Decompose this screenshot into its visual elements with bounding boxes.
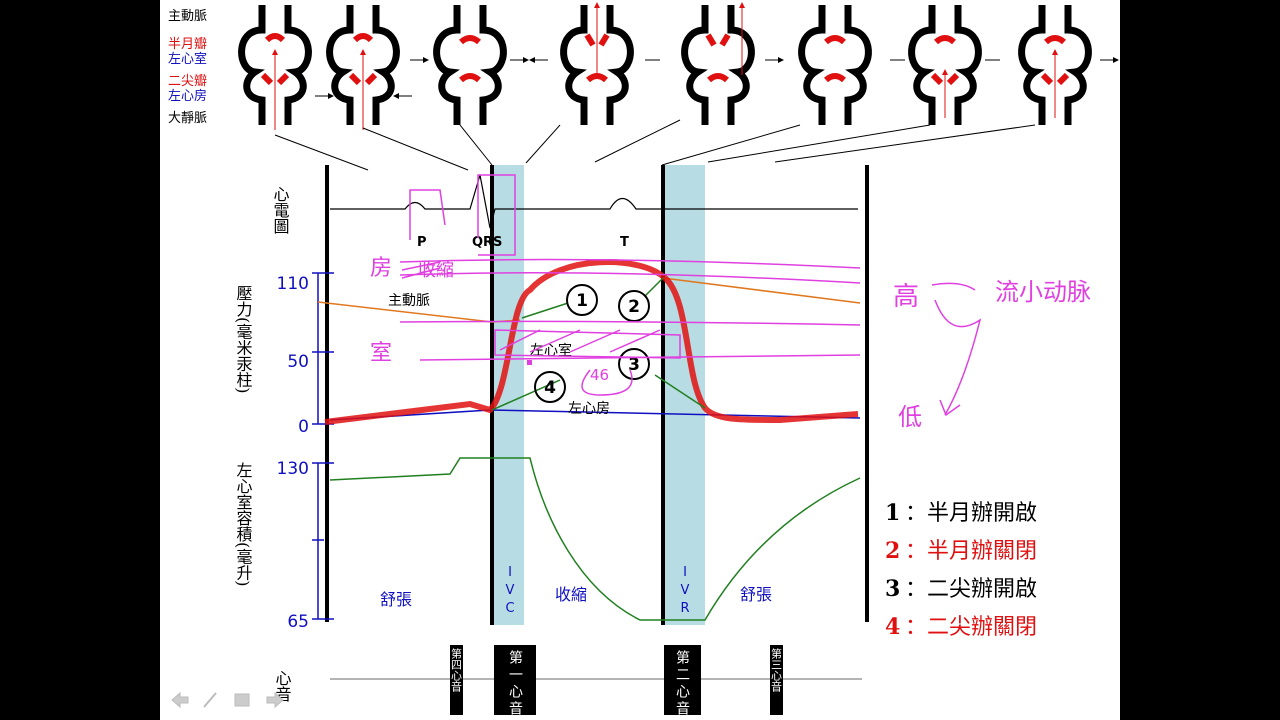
- label-left-ventricle: 左心室: [168, 51, 207, 67]
- ventricular-volume-curve: [329, 457, 861, 621]
- ivc-c: C: [505, 601, 514, 616]
- handwritten-annotations: [399, 174, 982, 417]
- marker-3-label: 3: [628, 355, 640, 375]
- valve-diagrams: [242, 3, 1119, 171]
- legend-1-text: ：半月辦開啟: [905, 501, 1037, 526]
- ecg-p: P: [417, 235, 427, 250]
- label-mitral: 二尖瓣: [168, 74, 207, 89]
- ivr-r: R: [680, 601, 689, 616]
- aorta-curve-label: 主動脈: [388, 293, 430, 309]
- third-heart-sound: 第三心音: [770, 647, 783, 693]
- heart-sound-label: 心音: [273, 670, 292, 702]
- ivc-i: I: [508, 565, 512, 580]
- label-vena-cava: 大靜脈: [168, 111, 207, 126]
- marker-4-label: 4: [544, 378, 556, 398]
- second-heart-sound: 第二心音: [674, 649, 690, 718]
- wiggers-diagram: 主動脈 半月瓣 左心室 二尖瓣 左心房 大靜脈 心電圖 壓: [168, 0, 1119, 718]
- volume-tick-130: 130: [277, 459, 309, 479]
- slide: 主動脈 半月瓣 左心室 二尖瓣 左心房 大靜脈 心電圖 壓: [160, 0, 1120, 720]
- legend-2-text: ：半月辦關閉: [905, 539, 1037, 564]
- ventricular-pressure-curve: [324, 259, 859, 425]
- pen-icon[interactable]: [203, 692, 217, 708]
- marker-2: [618, 290, 650, 322]
- ivc-v: V: [506, 583, 515, 598]
- legend-3-text: ：二尖辦開啟: [905, 577, 1037, 602]
- marker-1-label: 1: [576, 291, 588, 311]
- fourth-heart-sound: 第四心音: [450, 647, 463, 693]
- atrium-curve-label: 左心房: [568, 401, 610, 417]
- annotation-contraction: 收縮: [418, 260, 454, 281]
- phase-diastole-1: 舒張: [380, 590, 412, 609]
- pressure-axis-label: 壓力(毫米汞柱): [234, 285, 253, 393]
- previous-slide-icon[interactable]: [171, 691, 189, 709]
- annotation-high: 高: [893, 282, 919, 312]
- legend-3-num: 3: [885, 576, 900, 602]
- annotation-atrium: 房: [370, 256, 392, 281]
- legend-4-text: ：二尖辦關閉: [905, 615, 1037, 640]
- marker-1: [566, 284, 598, 316]
- first-heart-sound: 第一心音: [507, 649, 523, 718]
- marker-2-label: 2: [628, 297, 640, 317]
- ivr-i: I: [683, 565, 687, 580]
- label-semilunar: 半月瓣: [168, 37, 207, 52]
- annotation-low: 低: [898, 403, 922, 431]
- legend-4-num: 4: [885, 614, 900, 640]
- volume-tick-65: 65: [287, 612, 309, 632]
- annotation-ventricle: 室: [370, 341, 392, 366]
- pressure-tick-0: 0: [298, 417, 309, 437]
- ecg-t: T: [620, 235, 629, 250]
- label-left-atrium: 左心房: [168, 88, 207, 104]
- pressure-tick-50: 50: [287, 352, 309, 372]
- marker-3: [618, 348, 650, 380]
- legend-2-num: 2: [885, 538, 900, 564]
- annotation-flow: 流小动脉: [995, 278, 1091, 306]
- next-slide-icon[interactable]: [266, 691, 284, 709]
- annotation-value: 46: [590, 366, 609, 384]
- phase-diastole-2: 舒張: [740, 585, 772, 604]
- slideshow-controls: [171, 691, 284, 709]
- label-aorta: 主動脈: [168, 9, 207, 24]
- ecg-label: 心電圖: [271, 186, 290, 234]
- phase-systole: 收縮: [555, 585, 587, 604]
- marker-4: [534, 371, 566, 403]
- ventricle-curve-label: 左心室: [530, 342, 572, 359]
- ecg-label-text: 心電圖: [271, 186, 290, 234]
- ecg-trace: [330, 174, 858, 229]
- menu-icon[interactable]: [234, 693, 250, 707]
- pressure-tick-110: 110: [277, 274, 309, 294]
- volume-axis-label: 左心室容積(毫升): [234, 462, 253, 586]
- ivr-v: V: [681, 583, 690, 598]
- legend-1-num: 1: [885, 500, 900, 526]
- valve-legend: 1：半月辦開啟 2：半月辦關閉 3：二尖辦開啟 4：二尖辦關閉: [885, 500, 1037, 640]
- ecg-qrs: QRS: [472, 235, 502, 250]
